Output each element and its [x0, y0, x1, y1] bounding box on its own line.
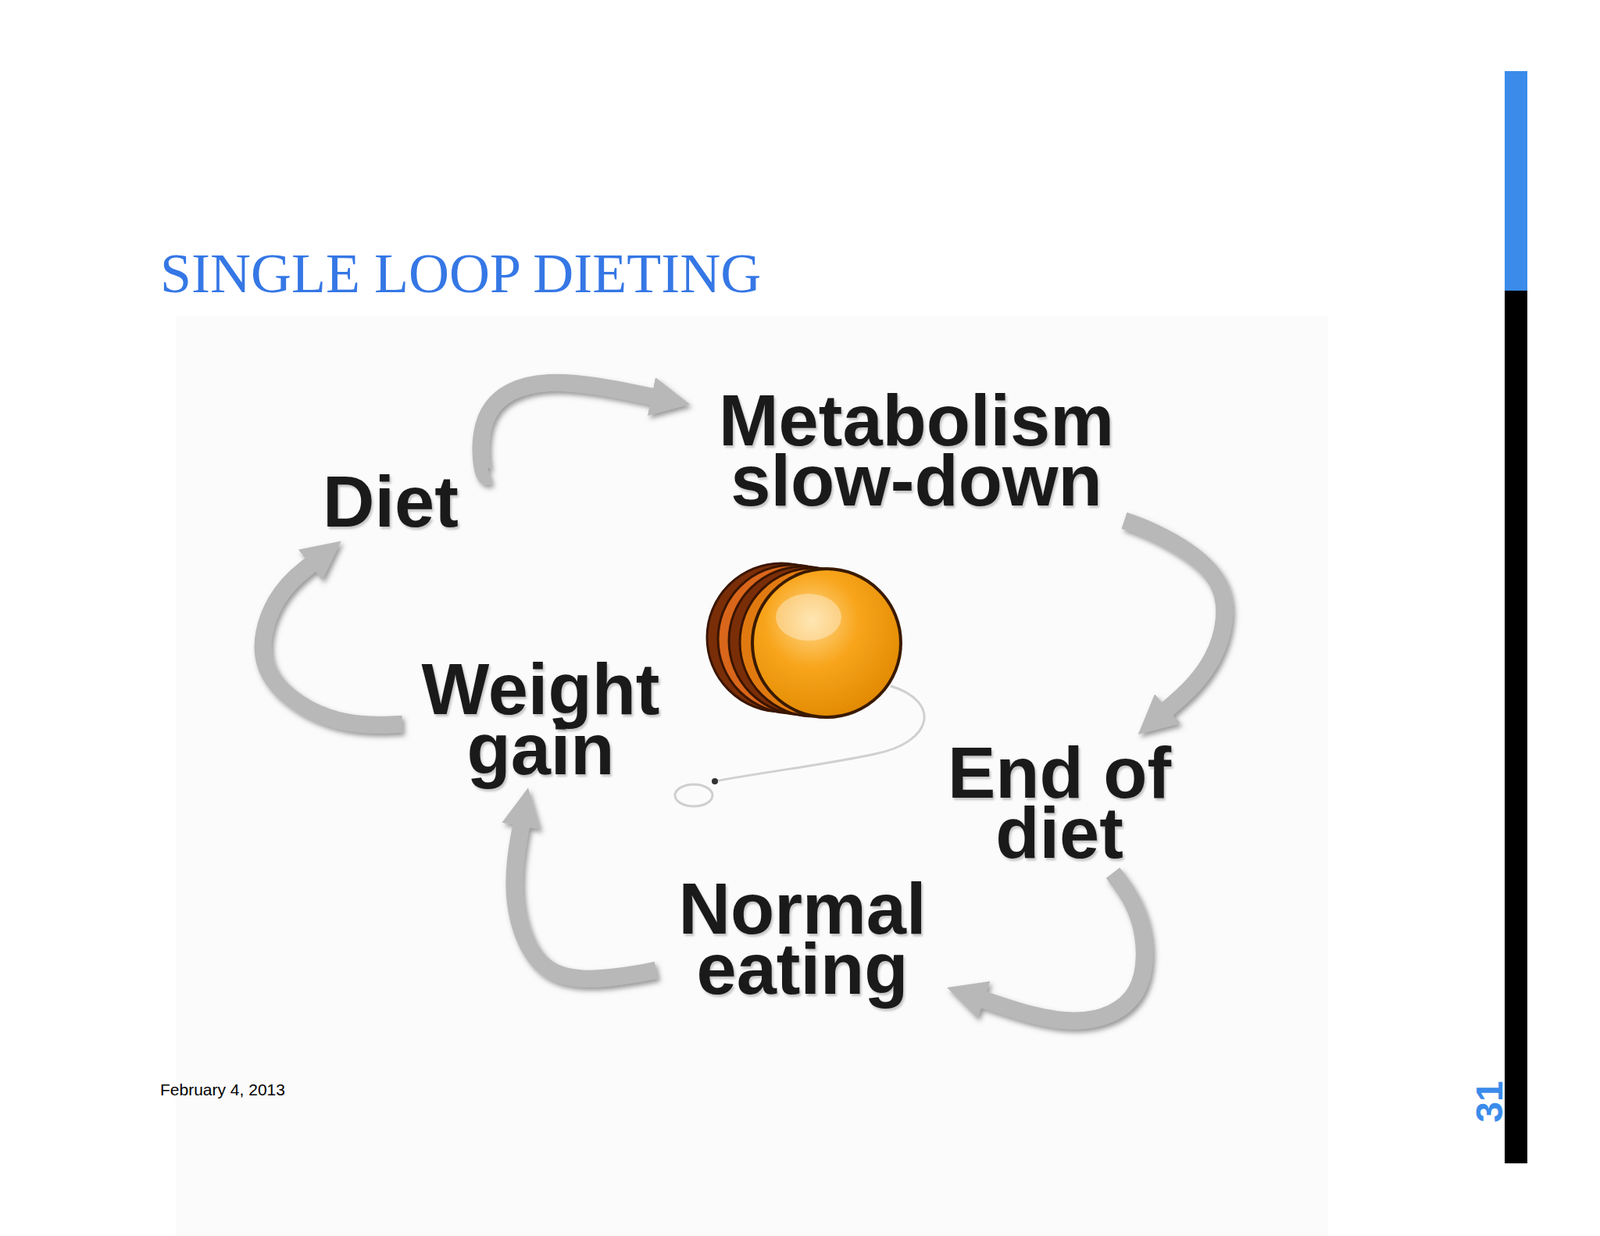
yoyo-highlight — [775, 593, 842, 641]
cycle-arrow — [982, 872, 1145, 1021]
cycle-step: Normal eating — [665, 878, 940, 1000]
cycle-step: Metabolism slow-down — [697, 390, 1136, 512]
yoyo — [675, 563, 925, 807]
slide-date: February 4, 2013 — [160, 1081, 286, 1098]
side-bar-black — [1504, 290, 1528, 1164]
cycle-arrow — [263, 564, 403, 725]
cycle-arrow — [514, 825, 657, 979]
step-text: Weight gain — [421, 649, 661, 790]
string-knot — [711, 778, 718, 785]
cycle-arrow — [481, 382, 654, 477]
cycle-step: Diet — [300, 471, 481, 533]
cycle-step: Weight gain — [411, 659, 670, 781]
step-text: End of diet — [947, 732, 1172, 873]
cycle-step: End of diet — [930, 742, 1189, 865]
step-text: Diet — [322, 461, 459, 542]
string-loop — [675, 784, 713, 807]
page-number: 31 — [1471, 1080, 1509, 1122]
side-bar-blue — [1504, 71, 1528, 291]
step-text: Normal eating — [678, 868, 927, 1009]
slide-title: SINGLE LOOP DIETING — [160, 245, 761, 302]
step-text: Metabolism slow-down — [718, 380, 1115, 521]
picture-ground — [175, 316, 1329, 1236]
yoyo-face — [752, 568, 901, 718]
cycle-arrow — [1124, 520, 1225, 710]
